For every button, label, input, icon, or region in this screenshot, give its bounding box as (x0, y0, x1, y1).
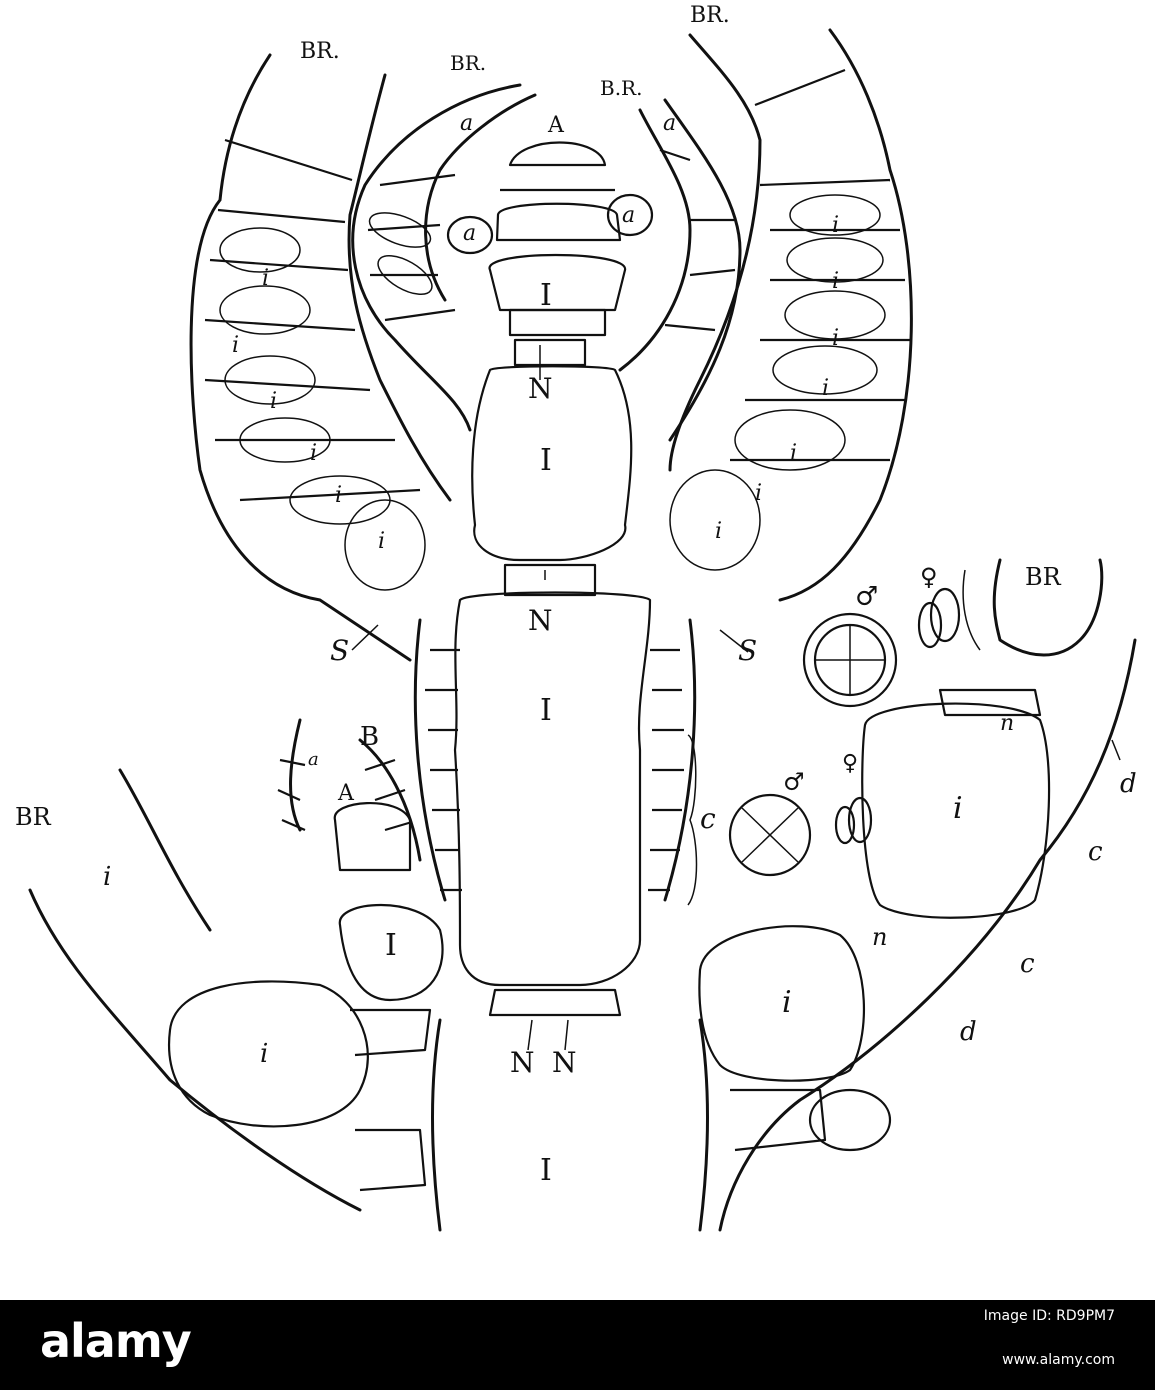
label-s-right: S (738, 634, 757, 667)
label-a-5: a (308, 749, 319, 770)
label-i-l1: i (262, 266, 269, 291)
label-c-3: c (1020, 949, 1035, 979)
label-male-2: ♂ (783, 768, 805, 796)
label-a-1: a (460, 111, 473, 136)
label-node-3: N (510, 1046, 535, 1079)
label-i-l5: i (335, 483, 342, 508)
label-i-l4: i (310, 441, 317, 466)
label-s-left: S (330, 634, 349, 667)
label-br-2: BR. (450, 51, 486, 75)
label-i-r3: i (832, 326, 839, 351)
label-i-r2: i (832, 269, 839, 294)
label-internode-2: I (540, 443, 552, 478)
watermark-footer: alamy Image ID: RD9PM7 www.alamy.com (0, 1300, 1155, 1390)
label-internode-1: I (540, 278, 552, 313)
label-br-4: B.R. (600, 76, 642, 100)
label-i-r5: i (790, 441, 797, 466)
label-b: B (360, 722, 379, 752)
label-i-lr1: i (953, 791, 963, 826)
label-i-ll2: i (260, 1039, 268, 1069)
label-d-1: d (1120, 769, 1137, 799)
diagram-drawing: BR. BR. BR. B.R. BR BR A A B a a a a a I… (15, 3, 1137, 1232)
label-i-r1: i (832, 213, 839, 238)
label-node-4: N (552, 1046, 577, 1079)
brand-mark-icon (965, 1320, 1115, 1350)
label-i-r6: i (755, 481, 762, 506)
label-internode-4: I (385, 928, 397, 963)
label-br-5: BR (1025, 563, 1062, 591)
label-internode-5: I (540, 1153, 552, 1188)
label-i-l2: i (232, 333, 239, 358)
label-a-3: a (463, 221, 476, 246)
label-br-3: BR. (690, 3, 730, 28)
label-male-1: ♂ (855, 582, 878, 612)
label-a-lower: A (337, 781, 355, 806)
label-i-l3: i (270, 389, 277, 414)
label-a-2: a (663, 111, 676, 136)
label-i-lr2: i (782, 985, 792, 1020)
label-female-1: ♀ (920, 563, 938, 591)
label-female-2: ♀ (842, 751, 858, 776)
label-br-6: BR (15, 803, 52, 831)
label-node-2: N (528, 604, 553, 637)
label-a-4: a (622, 203, 635, 228)
label-c-2: c (1088, 837, 1103, 867)
botanical-diagram: BR. BR. BR. B.R. BR BR A A B a a a a a I… (15, 3, 1137, 1232)
site-url: www.alamy.com (1002, 1352, 1115, 1368)
label-i-l6: i (378, 529, 385, 554)
label-internode-3: I (540, 693, 552, 728)
label-br-1: BR. (300, 39, 340, 64)
label-i-r7: i (715, 519, 722, 544)
label-n-1: n (1000, 711, 1014, 736)
label-i-ll1: i (103, 862, 111, 892)
label-i-r4: i (822, 376, 829, 401)
label-node-1: N (528, 372, 553, 405)
image-id-text: Image ID: RD9PM7 (983, 1308, 1115, 1324)
alamy-logo: alamy (40, 1314, 192, 1368)
label-n-2: n (872, 923, 887, 951)
label-a-apex: A (547, 113, 565, 138)
label-c-1: c (700, 802, 716, 835)
label-d-2: d (960, 1017, 977, 1047)
